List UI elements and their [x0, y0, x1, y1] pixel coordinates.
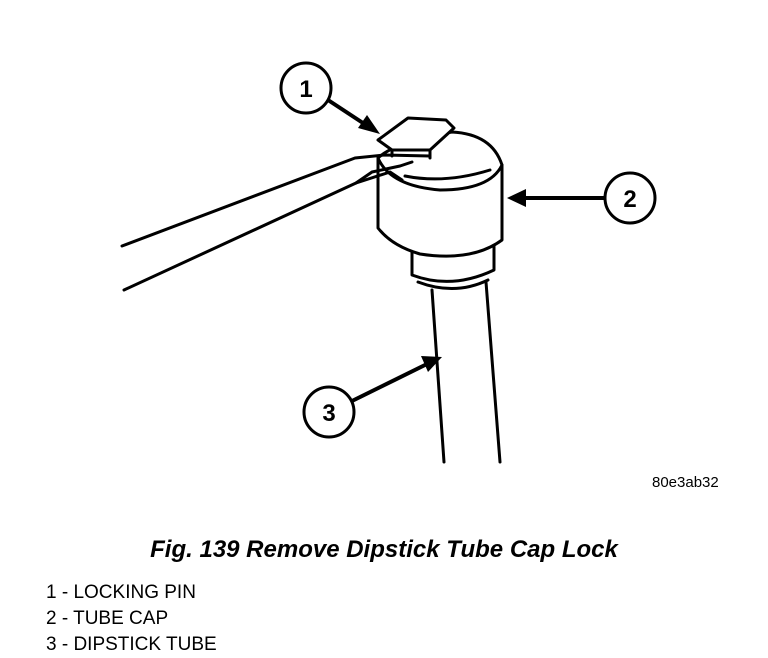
- callout-2: 2: [507, 171, 657, 225]
- tool-shaft: [120, 153, 432, 292]
- callout-3-arrowhead: [421, 356, 442, 372]
- svg-text:2: 2: [623, 186, 636, 213]
- callout-3: 3: [302, 356, 442, 439]
- locking-pin: [376, 116, 456, 160]
- legend-item-locking-pin: 1 - LOCKING PIN: [46, 582, 196, 603]
- legend-item-tube-cap: 2 - TUBE CAP: [46, 608, 169, 629]
- callout-1: 1: [279, 61, 380, 134]
- tube-collar: [410, 244, 496, 291]
- figure-id: 80e3ab32: [652, 474, 719, 491]
- dipstick-tube: [430, 280, 502, 464]
- callout-1-arrowhead: [358, 115, 380, 134]
- dipstick-tube-illustration: 1 2 3: [120, 61, 657, 464]
- callout-2-arrowhead: [507, 189, 526, 207]
- svg-text:1: 1: [299, 76, 312, 103]
- svg-text:3: 3: [322, 400, 335, 427]
- figure-caption: Fig. 139 Remove Dipstick Tube Cap Lock: [150, 536, 618, 563]
- legend-item-dipstick-tube: 3 - DIPSTICK TUBE: [46, 634, 217, 655]
- legend: 1 - LOCKING PIN 2 - TUBE CAP 3 - DIPSTIC…: [46, 580, 217, 658]
